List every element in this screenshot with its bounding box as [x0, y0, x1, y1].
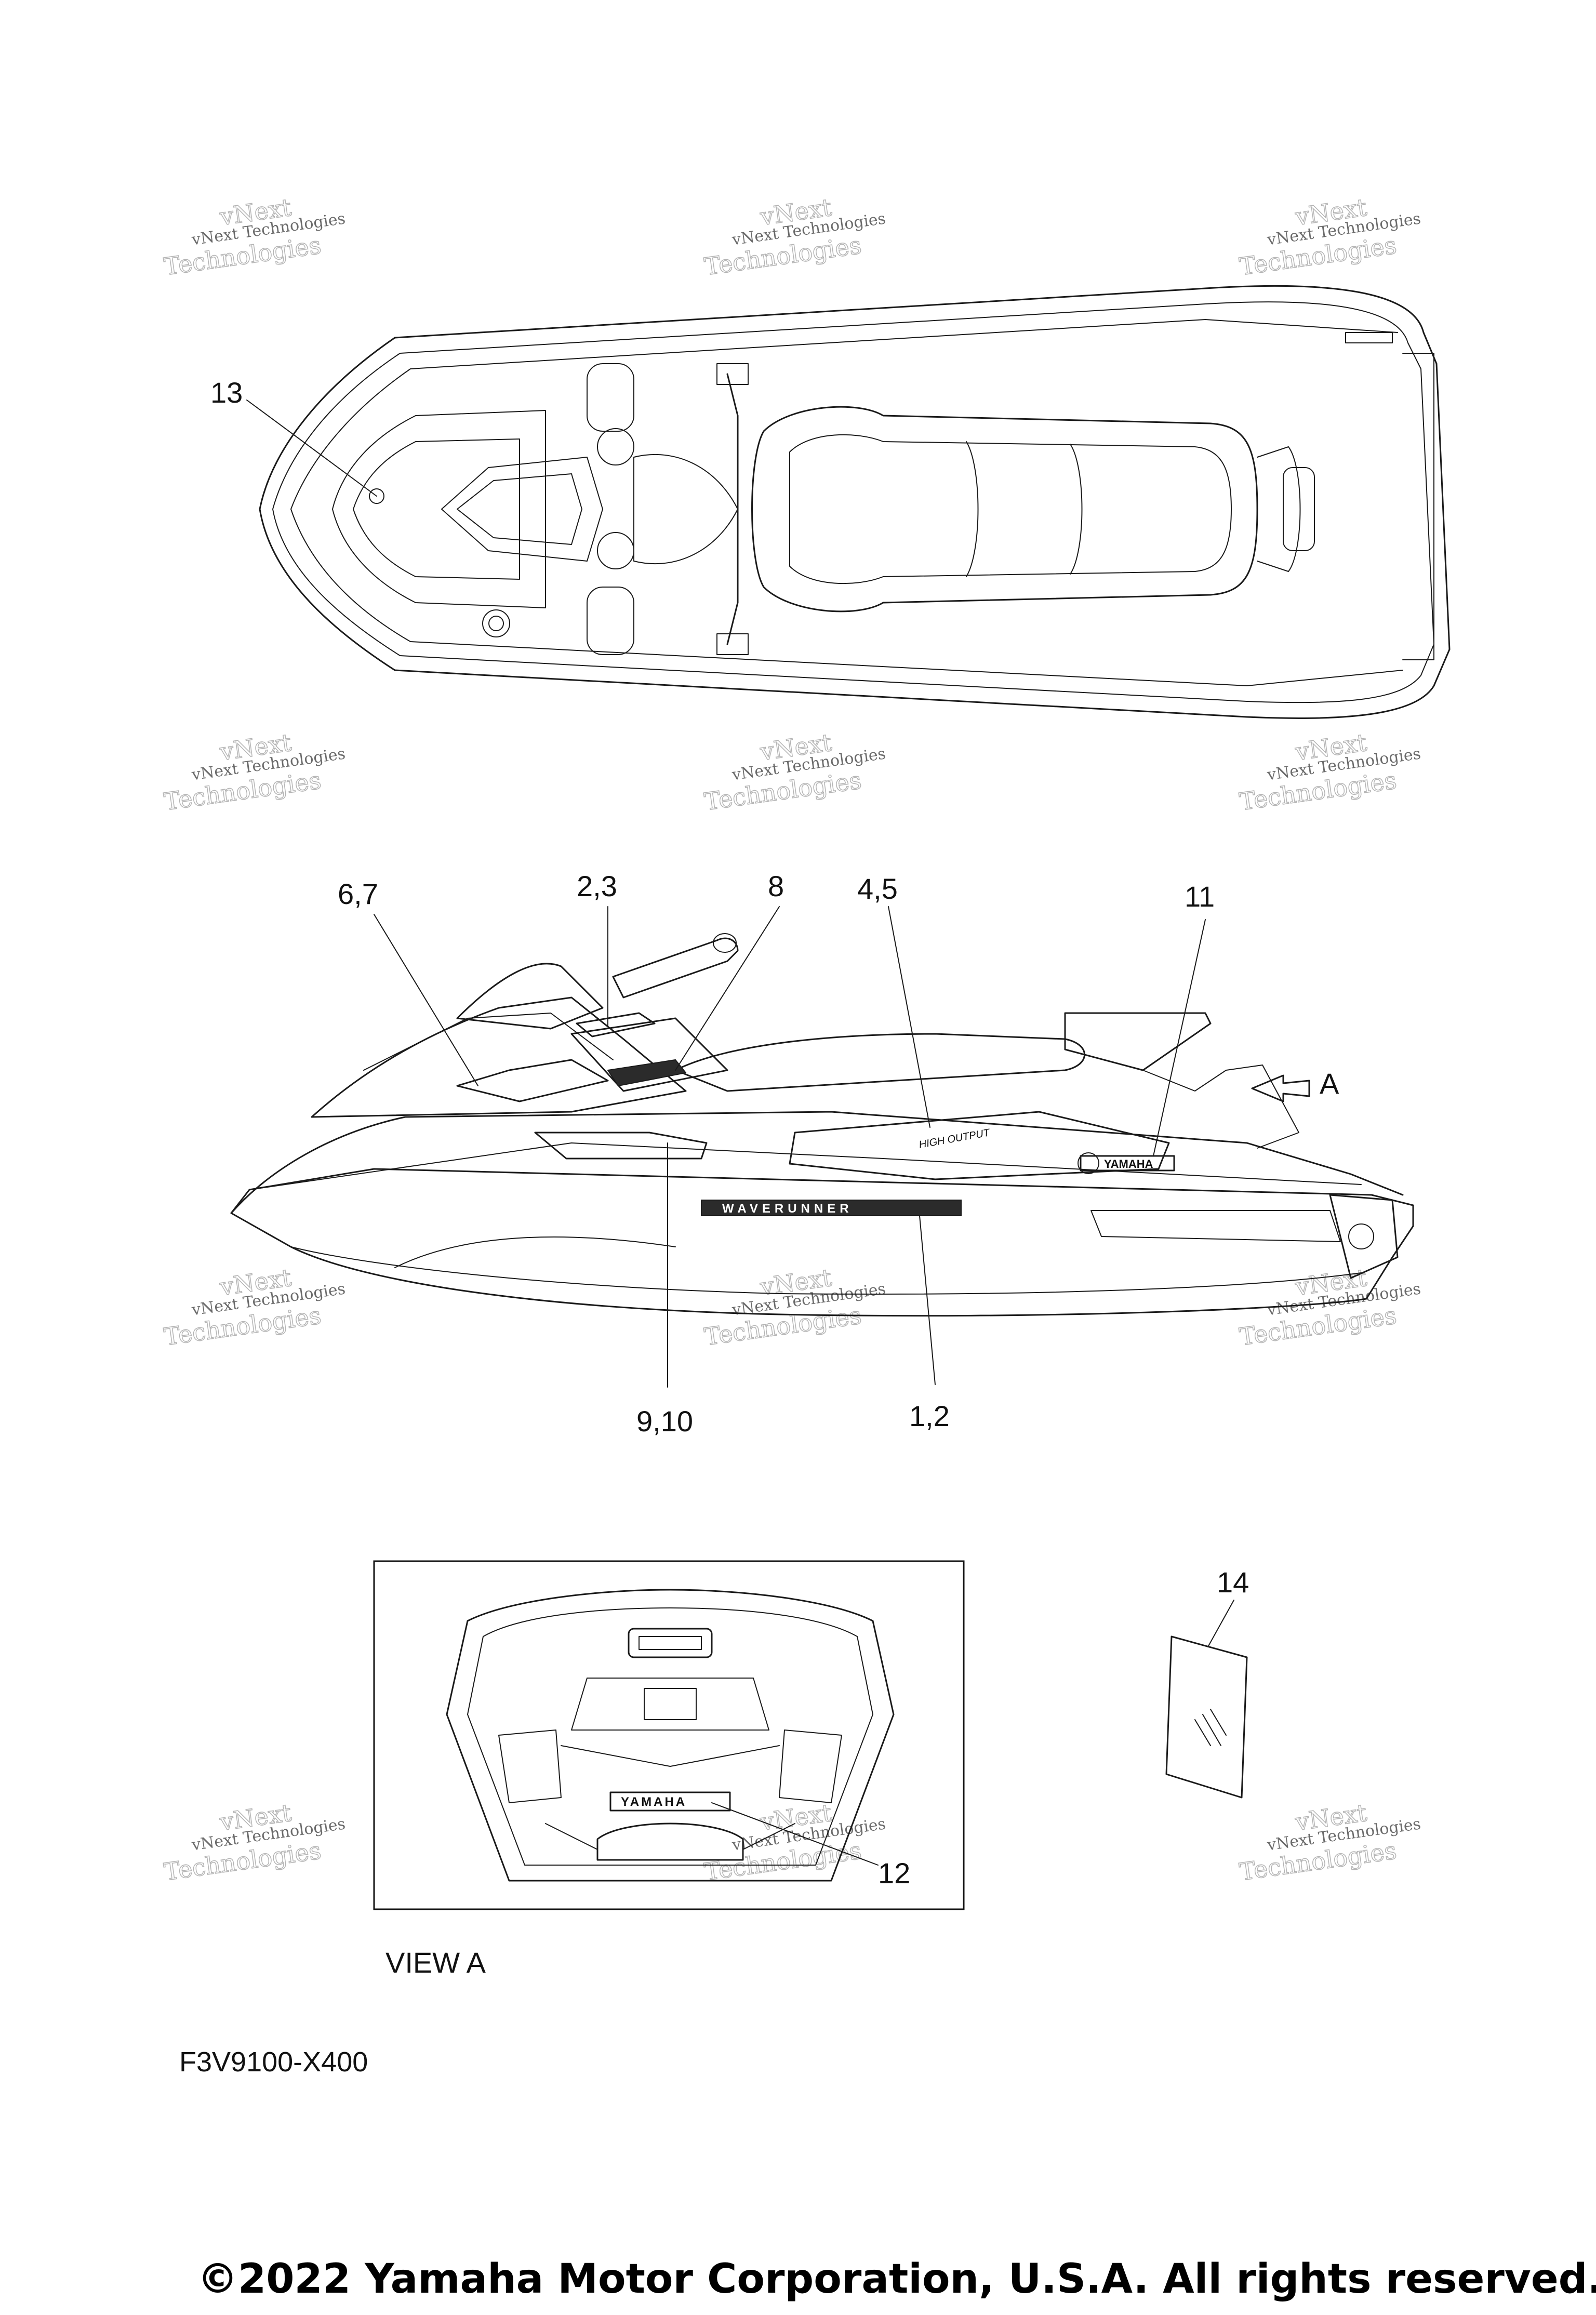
hood-crease — [363, 1013, 614, 1071]
view-a-label: VIEW A — [385, 1946, 486, 1979]
part-14-document — [1165, 1635, 1248, 1799]
decal-rear-yamaha-text: YAMAHA — [621, 1795, 687, 1809]
leader-1-2 — [919, 1215, 936, 1385]
rear-backrest — [1064, 1012, 1212, 1071]
hull-intake-curve — [394, 1236, 676, 1268]
gunwale-inner — [249, 1142, 1362, 1190]
side-view-watercraft: HIGH OUTPUT WAVERUNNER YAMAHA — [230, 933, 1414, 1317]
view-a-arrow — [1251, 1074, 1310, 1102]
seat-seams — [966, 441, 1083, 577]
decal-11-yamaha — [1080, 1155, 1175, 1172]
jet-nozzle — [1329, 1194, 1399, 1279]
grab-handle-inner — [639, 1636, 702, 1650]
seat — [751, 406, 1258, 613]
reverse-gate — [1348, 1223, 1374, 1249]
gunwale-line — [230, 1111, 1404, 1214]
callout-4-5: 4,5 — [857, 872, 898, 905]
callout-11: 11 — [1185, 880, 1215, 913]
leader-12 — [711, 1802, 879, 1866]
grab-handle — [628, 1628, 713, 1658]
top-view-watercraft — [259, 285, 1451, 719]
tow-hook — [1283, 467, 1315, 551]
decal-6-7 — [456, 1059, 609, 1102]
diagram-code: F3V9100-X400 — [179, 2046, 368, 2078]
hull-inner-line — [272, 301, 1434, 703]
copyright-notice: ©2022 Yamaha Motor Corporation, U.S.A. A… — [197, 2256, 1596, 2303]
view-a-frame — [373, 1560, 965, 1910]
hood-inner — [457, 473, 582, 545]
callouts: 13 6,7 2,3 8 4,5 11 A 9,10 1,2 12 14 — [210, 376, 1339, 1890]
nose-panel — [332, 410, 546, 608]
leader-11 — [1153, 919, 1206, 1156]
handle-grip — [713, 933, 737, 953]
jet-nozzle-rear — [596, 1822, 744, 1861]
document-sheet — [1165, 1635, 1248, 1799]
hood — [441, 457, 603, 562]
decal-yamaha-text: YAMAHA — [1104, 1158, 1153, 1170]
seat-inner — [789, 434, 1232, 584]
decal-1-2-waverunner — [701, 1200, 962, 1216]
steering-cowl — [633, 454, 738, 565]
document-glare — [1194, 1709, 1227, 1746]
seat-side — [674, 1033, 1085, 1092]
callout-6-7: 6,7 — [338, 877, 378, 910]
rear-hull-inner — [467, 1607, 873, 1866]
fuel-cap — [482, 609, 510, 637]
callout-9-10: 9,10 — [636, 1405, 693, 1438]
rear-footwells — [498, 1729, 842, 1803]
decal-8 — [607, 1059, 687, 1087]
leader-4-5 — [888, 906, 930, 1128]
callout-1-2: 1,2 — [909, 1400, 950, 1432]
callout-a: A — [1320, 1067, 1339, 1100]
callout-2-3: 2,3 — [577, 870, 617, 902]
visor — [456, 963, 604, 1030]
decal-4-5 — [789, 1111, 1170, 1180]
decal-2-3 — [576, 1012, 656, 1037]
decal-12-yamaha — [609, 1791, 731, 1812]
handlebar — [726, 373, 739, 645]
rear-deck-lines — [1142, 1065, 1299, 1149]
hull-strake — [290, 1246, 1362, 1295]
watermark-group: vNext vNext Technologies Technologies vN… — [162, 193, 1422, 1886]
decal-13-location — [369, 488, 384, 504]
transom — [1402, 353, 1434, 660]
sponson — [1090, 1210, 1341, 1242]
hull-chine-line — [290, 319, 1403, 686]
leader-6-7 — [374, 914, 478, 1086]
rear-step — [1257, 446, 1301, 572]
nose-panel-inner — [353, 438, 520, 580]
fuel-cap-inner — [488, 616, 504, 631]
steering-handle — [612, 937, 739, 999]
handlebar-grips — [716, 363, 749, 655]
decal-high-output-text: HIGH OUTPUT — [918, 1127, 991, 1151]
rear-hull-outline — [446, 1589, 895, 1882]
front-bumper-left — [587, 363, 634, 432]
mirror-left — [597, 428, 634, 465]
rear-crease — [561, 1745, 780, 1767]
tow-eye — [644, 1688, 697, 1720]
decal-waverunner-text: WAVERUNNER — [722, 1202, 853, 1216]
callout-13: 13 — [210, 376, 243, 409]
rear-vent — [1345, 332, 1393, 343]
callout-12: 12 — [878, 1857, 910, 1890]
front-bumper-right — [587, 587, 634, 655]
hull-side — [230, 1168, 1414, 1317]
yamaha-logo-icon — [1078, 1152, 1099, 1174]
leader-13 — [246, 400, 377, 497]
leader-14 — [1207, 1600, 1234, 1647]
view-a-rear-watercraft: YAMAHA — [446, 1589, 895, 1882]
leader-lines — [246, 400, 1234, 1866]
mirror-right — [597, 532, 634, 569]
decal-9-10 — [534, 1132, 708, 1160]
hull-outline — [259, 285, 1451, 719]
callout-8: 8 — [768, 870, 784, 902]
rear-deck — [571, 1678, 769, 1731]
callout-14: 14 — [1217, 1566, 1249, 1599]
leader-8 — [675, 906, 780, 1071]
console-side — [570, 1017, 728, 1092]
rear-strakes — [545, 1823, 795, 1850]
